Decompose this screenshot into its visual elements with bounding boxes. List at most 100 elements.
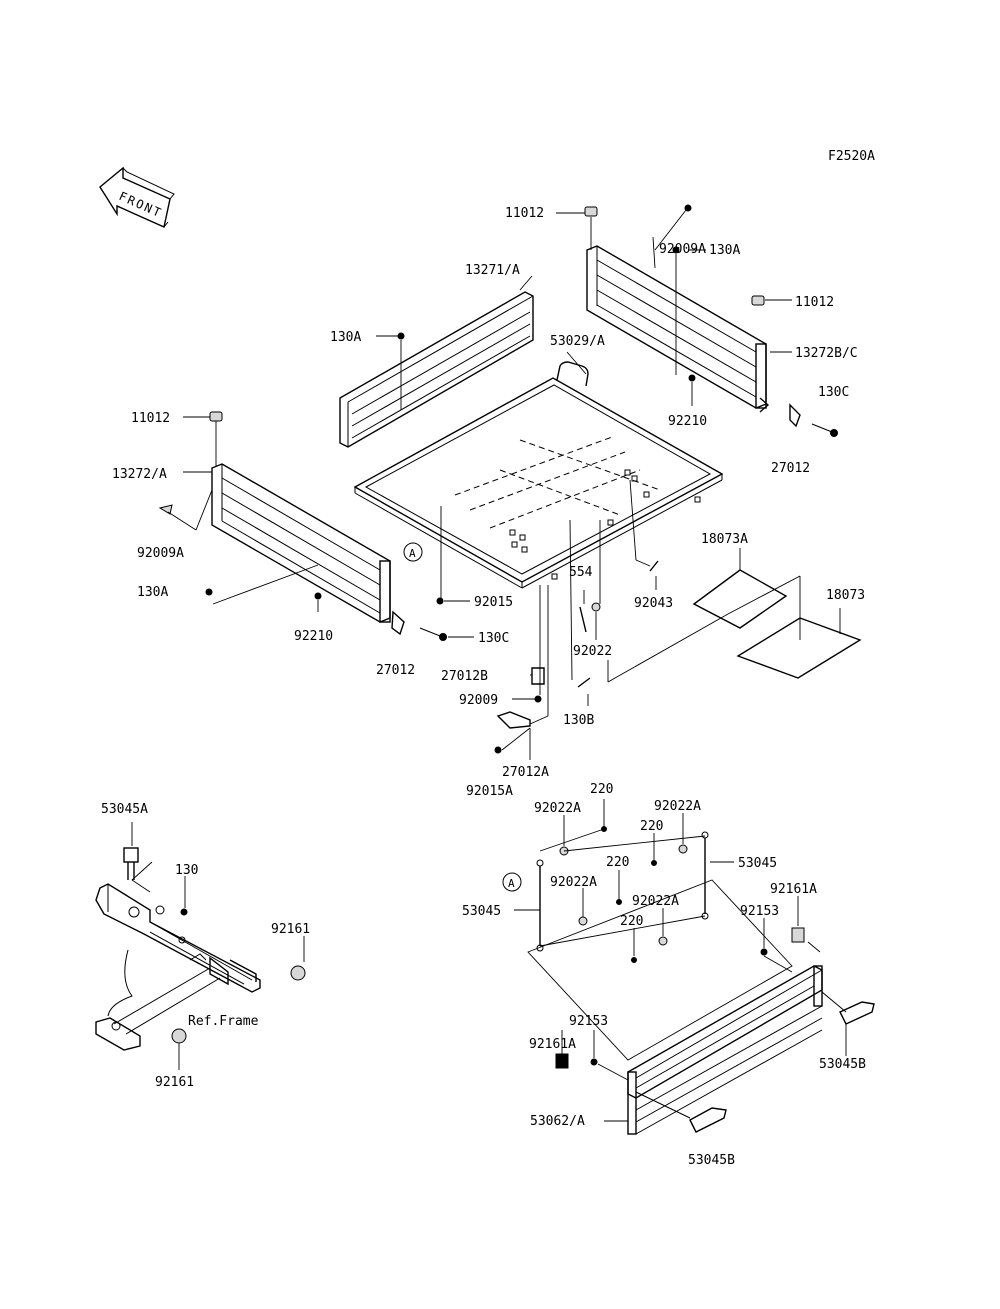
- label-53045: 53045: [738, 856, 777, 871]
- label-92009A: 92009A: [137, 546, 184, 561]
- label-53045B: 53045B: [688, 1153, 735, 1168]
- bolt-92153-right: [760, 948, 768, 956]
- nut-92015A: [494, 746, 502, 754]
- label-53045: 53045: [462, 904, 501, 919]
- cap-11012-right: [751, 295, 765, 306]
- label-92210: 92210: [668, 414, 707, 429]
- tailgate-53062A: [627, 965, 823, 1135]
- nut-92015: [436, 597, 444, 605]
- washers-92022A: [559, 844, 688, 946]
- bolt-130A-left: [205, 588, 213, 596]
- nut-92009: [534, 695, 542, 703]
- grommet-92161-right: [290, 965, 306, 981]
- label-92022A: 92022A: [632, 894, 679, 909]
- latch-27012-right: [789, 403, 838, 437]
- label-13272-A: 13272/A: [112, 467, 167, 482]
- label-92015: 92015: [474, 595, 513, 610]
- label-13272B-C: 13272B/C: [795, 346, 858, 361]
- label-92009: 92009: [459, 693, 498, 708]
- washer-92022: [591, 602, 601, 612]
- leader-lines-frame: [131, 822, 305, 1070]
- tailgate-floor-outline: [527, 879, 793, 1061]
- label-27012A: 27012A: [502, 765, 549, 780]
- pin-554: [579, 606, 587, 633]
- label-130A: 130A: [330, 330, 361, 345]
- mat-18073A: [692, 569, 788, 629]
- label-220: 220: [590, 782, 613, 797]
- latch-27012-left: [391, 610, 447, 641]
- label-92161: 92161: [155, 1075, 194, 1090]
- label-92161: 92161: [271, 922, 310, 937]
- frame-assembly: [95, 883, 261, 1051]
- ref-circle-a-lower: A: [502, 872, 522, 892]
- nut-92210-left: [314, 592, 322, 600]
- label-130A: 130A: [709, 243, 740, 258]
- bed-floor-holes: [509, 469, 701, 580]
- label-130C: 130C: [478, 631, 509, 646]
- label-92161A: 92161A: [770, 882, 817, 897]
- label-92153: 92153: [740, 904, 779, 919]
- leader-lines-tailgate: [514, 799, 847, 1122]
- svg-text:A: A: [508, 877, 515, 890]
- label-92022A: 92022A: [534, 801, 581, 816]
- damper-92161A-bottom: [555, 1053, 569, 1069]
- label-53045B: 53045B: [819, 1057, 866, 1072]
- grommet-92161-bottom: [171, 1028, 187, 1044]
- nut-92009A-left: [158, 504, 173, 515]
- label-53045A: 53045A: [101, 802, 148, 817]
- label-27012B: 27012B: [441, 669, 488, 684]
- label-554: 554: [569, 565, 593, 580]
- label-220: 220: [640, 819, 663, 834]
- label-220: 220: [606, 855, 629, 870]
- cap-11012-left: [209, 411, 223, 422]
- cap-11012-top: [584, 206, 598, 217]
- figure-code: F2520A: [828, 149, 875, 164]
- label-92015A: 92015A: [466, 784, 513, 799]
- side-rail-13271A: [339, 291, 534, 448]
- tailgate-cables-53045: [536, 831, 709, 952]
- label-11012: 11012: [795, 295, 834, 310]
- label-13271-A: 13271/A: [465, 263, 520, 278]
- label-130: 130: [175, 863, 198, 878]
- bolt-92153-bottom: [590, 1058, 598, 1066]
- label-220: 220: [620, 914, 643, 929]
- key-53045A: [123, 847, 153, 893]
- bracket-27012B: [531, 667, 545, 685]
- label-130A: 130A: [137, 585, 168, 600]
- label-18073: 18073: [826, 588, 865, 603]
- mat-18073: [736, 617, 862, 679]
- label-11012: 11012: [131, 411, 170, 426]
- nut-92210-right: [688, 374, 696, 382]
- label-92022: 92022: [573, 644, 612, 659]
- label-27012: 27012: [376, 663, 415, 678]
- label-18073A: 18073A: [701, 532, 748, 547]
- label-11012: 11012: [505, 206, 544, 221]
- latch-53045B-bottom: [635, 1091, 727, 1133]
- label-92210: 92210: [294, 629, 333, 644]
- label-92022A: 92022A: [550, 875, 597, 890]
- label-92022A: 92022A: [654, 799, 701, 814]
- label-27012: 27012: [771, 461, 810, 476]
- cargo-bed-53029A: [353, 361, 724, 589]
- side-panel-13272BC: [586, 245, 770, 413]
- label-92009A: 92009A: [659, 242, 706, 257]
- bolt-130A-mid: [397, 332, 405, 340]
- label-92161A: 92161A: [529, 1037, 576, 1052]
- ref-circle-a-upper: A: [403, 542, 423, 562]
- nut-92009A-top: [684, 204, 692, 212]
- latch-53045B-right: [821, 991, 875, 1025]
- svg-text:A: A: [409, 547, 416, 560]
- leader-lines-upper: [167, 209, 841, 760]
- bolt-130B: [577, 677, 591, 688]
- nuts-220: [601, 826, 657, 963]
- damper-92161A-right: [791, 927, 805, 943]
- bracket-27012A: [496, 711, 531, 729]
- bolt-92043: [649, 560, 659, 572]
- callout-labels: 11012 92009A 130A 11012 13272B/C 130C 92…: [101, 206, 866, 1168]
- label-92153: 92153: [569, 1014, 608, 1029]
- front-direction-arrow: FRONT: [99, 166, 175, 228]
- side-panel-13272A: [211, 463, 391, 623]
- label-130C: 130C: [818, 385, 849, 400]
- label-92043: 92043: [634, 596, 673, 611]
